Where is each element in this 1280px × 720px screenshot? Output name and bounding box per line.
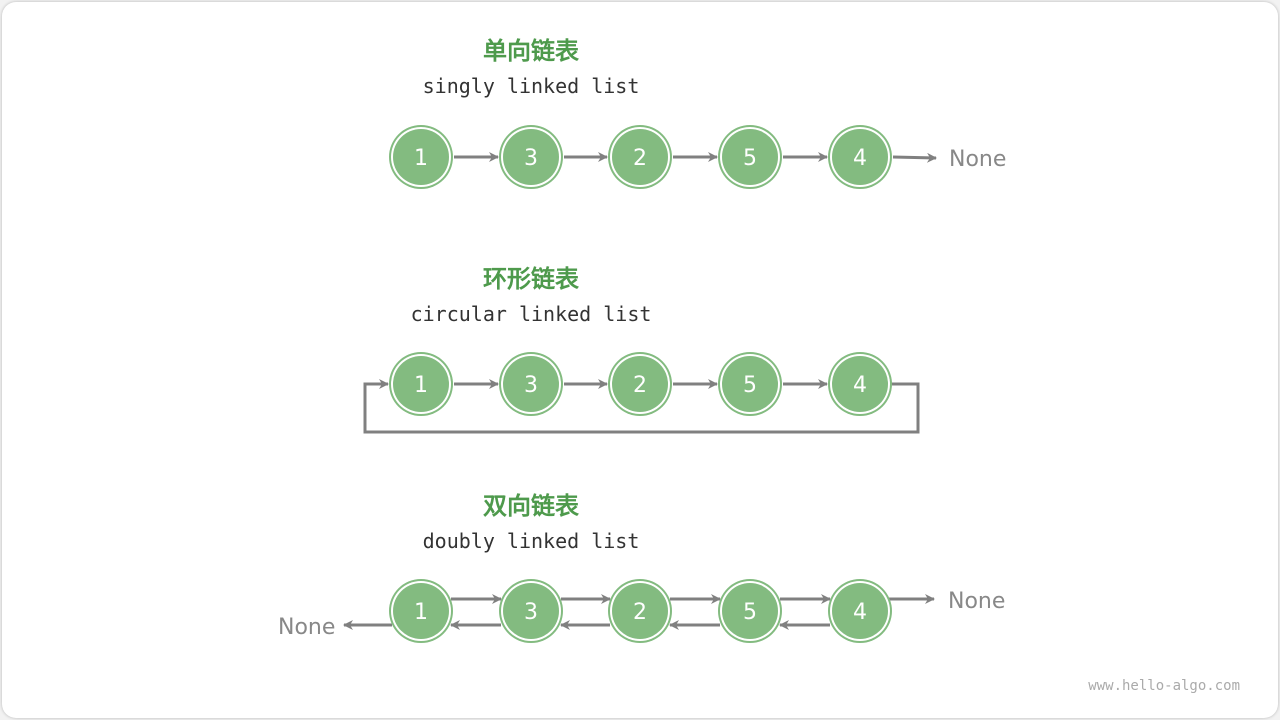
singly-node xyxy=(722,129,778,185)
doubly-node-value: 3 xyxy=(524,600,538,625)
doubly-title-en: doubly linked list xyxy=(423,529,640,553)
circular-loop-arrow xyxy=(363,379,920,434)
singly-node-value: 4 xyxy=(853,146,867,171)
circular-node-value: 4 xyxy=(853,373,867,398)
singly-node-value: 1 xyxy=(414,146,428,171)
circular-node-value: 3 xyxy=(524,373,538,398)
doubly-title-zh: 双向链表 xyxy=(483,492,580,520)
circular-node xyxy=(612,356,668,412)
doubly-node xyxy=(832,583,888,639)
singly-tail-arrow xyxy=(892,152,937,163)
doubly-node-value: 2 xyxy=(633,600,647,625)
singly-title-zh: 单向链表 xyxy=(483,37,580,65)
watermark: www.hello-algo.com xyxy=(1088,678,1240,694)
singly-node-value: 5 xyxy=(743,146,757,171)
circular-node xyxy=(832,356,888,412)
singly-node xyxy=(612,129,668,185)
singly-title-en: singly linked list xyxy=(423,74,640,98)
circular-node-value: 5 xyxy=(743,373,757,398)
singly-node-value: 2 xyxy=(633,146,647,171)
doubly-node-value: 5 xyxy=(743,600,757,625)
singly-node xyxy=(503,129,559,185)
circular-node-value: 2 xyxy=(633,373,647,398)
doubly-node-value: 1 xyxy=(414,600,428,625)
singly-node-value: 3 xyxy=(524,146,538,171)
circular-node xyxy=(722,356,778,412)
circular-node-value: 1 xyxy=(414,373,428,398)
singly-node xyxy=(393,129,449,185)
doubly-node xyxy=(393,583,449,639)
circular-node xyxy=(393,356,449,412)
singly-node xyxy=(832,129,888,185)
circular-title-zh: 环形链表 xyxy=(483,265,580,293)
doubly-node xyxy=(503,583,559,639)
circular-node xyxy=(503,356,559,412)
doubly-node xyxy=(722,583,778,639)
doubly-tail-none: None xyxy=(948,589,1005,614)
singly-tail-none: None xyxy=(949,147,1006,172)
doubly-node-value: 4 xyxy=(853,600,867,625)
doubly-head-none: None xyxy=(278,615,335,640)
doubly-node xyxy=(612,583,668,639)
circular-title-en: circular linked list xyxy=(411,302,652,326)
